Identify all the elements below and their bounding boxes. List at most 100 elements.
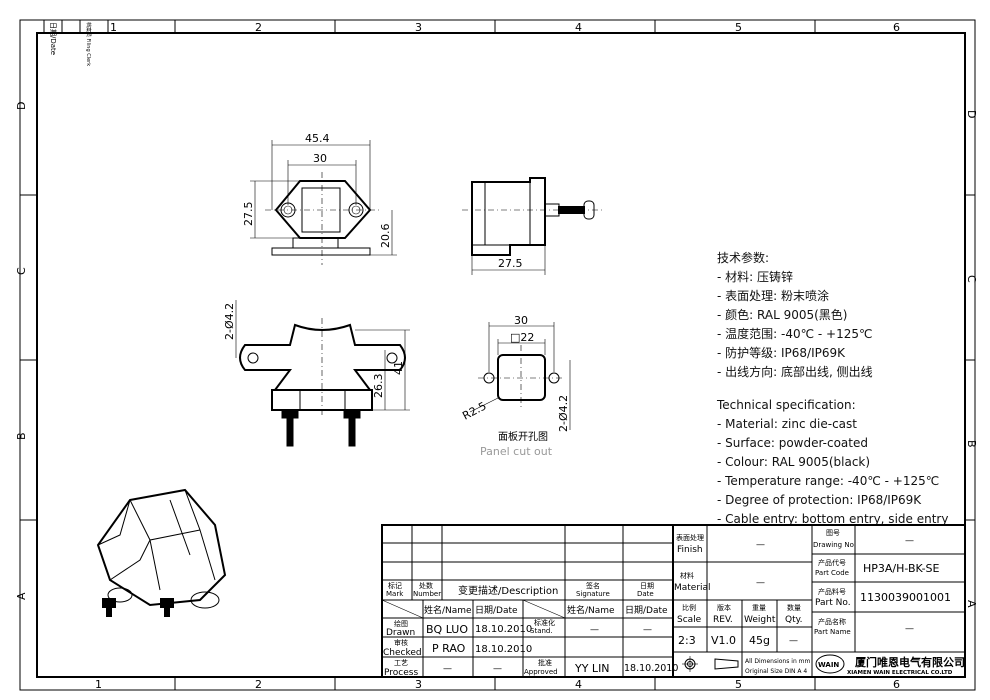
svg-text:技术参数:: 技术参数:	[717, 250, 769, 265]
svg-text:- 出线方向: 底部出线, 侧出线: - 出线方向: 底部出线, 侧出线	[717, 364, 873, 379]
svg-text:比例: 比例	[682, 603, 696, 612]
svg-text:—: —	[789, 636, 798, 646]
svg-text:18.10.2010: 18.10.2010	[475, 624, 532, 635]
col-label: 5	[735, 678, 742, 691]
svg-text:Original Size DIN A 4: Original Size DIN A 4	[745, 668, 807, 675]
dim-label: 2-Ø4.2	[223, 303, 236, 340]
svg-text:产品料号: 产品料号	[818, 587, 846, 596]
svg-text:表面处理: 表面处理	[676, 533, 704, 542]
svg-text:工艺: 工艺	[394, 659, 408, 667]
svg-text:Process: Process	[384, 668, 418, 678]
part-number: 1130039001001	[860, 591, 951, 604]
col-label: 1	[95, 678, 102, 691]
svg-text:Qty.: Qty.	[785, 615, 803, 625]
svg-text:Checked: Checked	[383, 648, 422, 658]
dim-label: 27.5	[498, 257, 523, 270]
part-code: HP3A/H-BK-SE	[863, 562, 940, 575]
svg-text:All Dimensions in mm: All Dimensions in mm	[745, 658, 810, 665]
col-label: 2	[255, 678, 262, 691]
svg-text:WAIN: WAIN	[818, 661, 839, 669]
svg-text:重量: 重量	[752, 604, 766, 612]
svg-text:- Surface: powder-coated: - Surface: powder-coated	[717, 436, 868, 450]
svg-text:—: —	[643, 625, 652, 635]
svg-text:YY LIN: YY LIN	[574, 662, 610, 675]
svg-text:—: —	[756, 578, 765, 588]
dim-label: 2-Ø4.2	[557, 395, 570, 432]
svg-text:Number: Number	[413, 590, 441, 598]
svg-text:变更描述/Description: 变更描述/Description	[458, 584, 558, 597]
dim-label: R2.5	[460, 399, 488, 422]
svg-text:—: —	[905, 536, 914, 546]
dim-label: 30	[313, 152, 327, 165]
svg-text:档案员 Filing Clerk: 档案员 Filing Clerk	[85, 22, 92, 66]
side-view: 27.5	[462, 177, 605, 275]
col-label: 5	[735, 21, 742, 34]
dim-label: 26.3	[372, 374, 385, 399]
svg-text:- 温度范围: -40℃ - +125℃: - 温度范围: -40℃ - +125℃	[717, 326, 872, 341]
svg-text:- Material: zinc die-cast: - Material: zinc die-cast	[717, 417, 857, 431]
column-ruler: 1 2 3 4 5 6 1 2 3 4 5 6 D C B A D C B A	[15, 20, 978, 691]
svg-text:产品代号: 产品代号	[818, 558, 846, 567]
svg-text:Technical specification:: Technical specification:	[716, 398, 856, 412]
svg-text:- Colour: RAL 9005(black): - Colour: RAL 9005(black)	[717, 455, 870, 469]
svg-text:日期/Date: 日期/Date	[625, 605, 668, 616]
svg-text:—: —	[590, 625, 599, 635]
col-label: 2	[255, 21, 262, 34]
svg-text:材料: 材料	[680, 571, 694, 580]
dim-label: 30	[514, 314, 528, 327]
svg-text:V1.0: V1.0	[711, 634, 736, 647]
svg-text:姓名/Name: 姓名/Name	[424, 604, 472, 616]
svg-text:Signature: Signature	[576, 590, 610, 598]
svg-text:Weight: Weight	[744, 615, 776, 625]
svg-text:Approved: Approved	[524, 668, 558, 676]
svg-text:18.10.2010: 18.10.2010	[624, 663, 678, 674]
svg-text:- Degree of protection: IP68/I: - Degree of protection: IP68/IP69K	[717, 493, 922, 507]
svg-text:Material: Material	[674, 583, 711, 593]
panel-cutout-view: 30 □22 R2.5 2-Ø4.2 面板开孔图 Panel cut out	[460, 314, 571, 458]
col-label: 6	[893, 678, 900, 691]
dim-label: 45.4	[305, 132, 330, 145]
dim-label: 20.6	[379, 224, 392, 249]
dim-label: 27.5	[242, 202, 255, 227]
svg-text:审核: 审核	[394, 638, 408, 647]
row-label: A	[965, 600, 978, 608]
col-label: 1	[110, 21, 117, 34]
svg-text:- 材料: 压铸锌: - 材料: 压铸锌	[717, 269, 793, 284]
svg-text:BQ LUO: BQ LUO	[426, 623, 468, 636]
row-label: C	[965, 275, 978, 283]
svg-text:- Temperature range: -40℃ - +1: - Temperature range: -40℃ - +125℃	[717, 474, 939, 488]
svg-text:标准化: 标准化	[534, 618, 555, 627]
svg-text:数量: 数量	[787, 603, 801, 612]
svg-text:- 表面处理: 粉末喷涂: - 表面处理: 粉末喷涂	[717, 288, 829, 303]
svg-text:Part Code: Part Code	[815, 569, 849, 577]
svg-text:日期/Date: 日期/Date	[475, 605, 518, 616]
company-name-en: XIAMEN WAIN ELECTRICAL CO.LTD	[847, 670, 953, 676]
svg-text:标记: 标记	[388, 581, 402, 590]
wain-logo: WAIN	[815, 654, 845, 674]
svg-text:Stand.: Stand.	[530, 627, 553, 635]
svg-text:Finish: Finish	[677, 545, 703, 555]
svg-text:Date: Date	[637, 590, 654, 598]
projection-symbol-icon	[682, 656, 739, 672]
filing-box: 日期/Date 档案员 Filing Clerk	[43, 19, 109, 66]
panel-title-en: Panel cut out	[480, 445, 553, 458]
dim-label: □22	[510, 331, 534, 344]
row-label: B	[965, 440, 978, 448]
panel-title-cn: 面板开孔图	[498, 430, 548, 443]
svg-text:Part No.: Part No.	[815, 598, 851, 608]
svg-text:图号: 图号	[826, 529, 840, 537]
svg-text:日期/Date: 日期/Date	[49, 22, 57, 55]
svg-text:REV.: REV.	[713, 615, 733, 625]
svg-text:版本: 版本	[717, 603, 731, 612]
svg-text:Scale: Scale	[677, 615, 702, 625]
svg-text:批准: 批准	[538, 658, 552, 667]
dim-label: 41	[392, 361, 405, 375]
svg-text:签名: 签名	[586, 581, 600, 590]
col-label: 3	[415, 678, 422, 691]
row-label: D	[15, 102, 28, 110]
svg-text:P RAO: P RAO	[432, 642, 466, 655]
row-label: D	[965, 110, 978, 118]
svg-text:Drawing No.: Drawing No.	[813, 541, 856, 549]
svg-text:—: —	[905, 624, 914, 634]
svg-text:处数: 处数	[419, 581, 433, 590]
